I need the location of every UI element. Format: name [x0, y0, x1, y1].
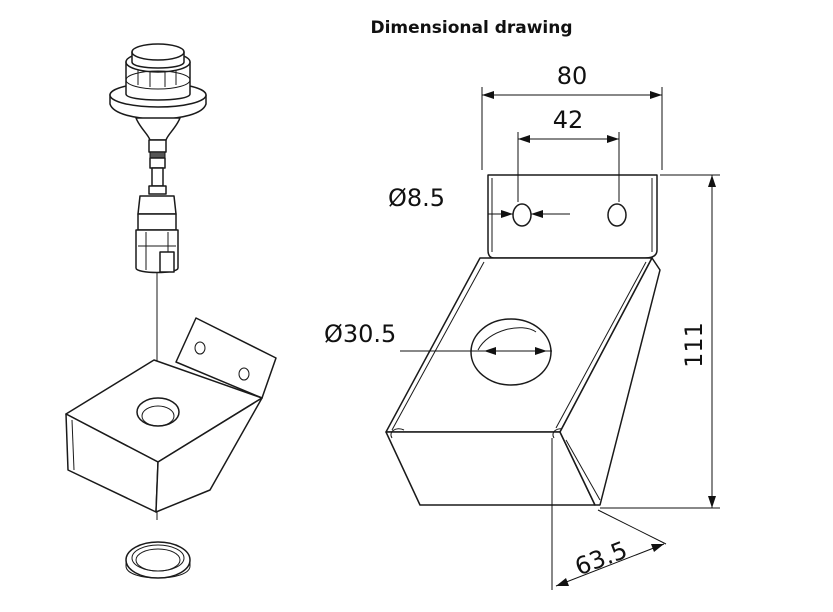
- dimension-width-label: 80: [557, 62, 588, 90]
- dimension-depth-label: 63.5: [571, 536, 631, 581]
- connector-illustration: [135, 195, 179, 274]
- dimension-height-label: 111: [680, 322, 708, 368]
- push-button-illustration: [109, 43, 207, 195]
- bracket-front-face: [385, 431, 596, 506]
- nut-ring-illustration: [125, 541, 191, 579]
- drawing-title: Dimensional drawing: [370, 18, 573, 38]
- exploded-assembly-view: [65, 43, 277, 579]
- dimensioned-bracket-view: 80 42 Ø8.5 Ø30.5 111 63.5: [324, 62, 720, 590]
- dimension-button-hole-diameter-label: Ø30.5: [324, 320, 396, 348]
- dimension-hole-spacing-label: 42: [553, 106, 584, 134]
- mounting-hole-right: [607, 203, 627, 227]
- mounting-hole-left: [512, 203, 532, 227]
- bracket-side-face: [559, 257, 661, 506]
- bracket-illustration-small: [65, 317, 277, 513]
- dimension-hole-diameter-label: Ø8.5: [388, 184, 445, 212]
